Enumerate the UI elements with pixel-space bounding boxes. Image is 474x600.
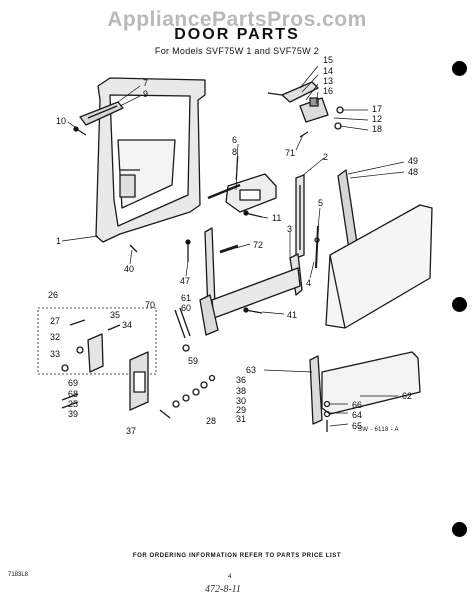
callout-2: 2: [323, 152, 328, 162]
screw-47: [185, 239, 191, 262]
callout-59: 59: [188, 356, 198, 366]
callout-13: 13: [323, 76, 333, 86]
callout-27: 27: [50, 316, 60, 326]
callout-40: 40: [124, 264, 134, 274]
callout-16: 16: [323, 86, 333, 96]
callout-18: 18: [372, 124, 382, 134]
callout-39: 39: [68, 409, 78, 419]
callout-31: 31: [236, 414, 246, 424]
screw-11: [243, 210, 263, 218]
callout-36: 36: [236, 375, 246, 385]
callout-35: 35: [110, 310, 120, 320]
callout-7: 7: [143, 78, 148, 88]
callout-61: 61: [181, 293, 191, 303]
page-subtitle: For Models SVF75W 1 and SVF75W 2: [154, 46, 320, 56]
part-72: [219, 244, 239, 254]
page-number: 4: [228, 574, 232, 580]
callout-34: 34: [122, 320, 132, 330]
callout-65: 65: [352, 421, 362, 431]
callout-15: 15: [323, 55, 333, 65]
watermark: AppliancePartsPros.com: [107, 8, 367, 31]
screw-10: [73, 126, 87, 136]
callout-66: 66: [352, 400, 362, 410]
handwritten-note: 472-8-11: [205, 584, 241, 595]
callout-38: 38: [236, 386, 246, 396]
callout-11: 11: [272, 213, 281, 223]
callout-33: 33: [50, 349, 60, 359]
kick-plate: [309, 351, 421, 432]
ordering-note: FOR ORDERING INFORMATION REFER TO PARTS …: [132, 553, 342, 559]
callout-14: 14: [323, 66, 333, 76]
callout-64: 64: [352, 410, 362, 420]
callout-10: 10: [56, 116, 66, 126]
callout-32: 32: [50, 332, 60, 342]
footer-code: 7183L8: [8, 572, 29, 578]
callout-71: 71: [285, 148, 295, 158]
washer-59: [182, 344, 190, 352]
callout-63: 63: [246, 365, 256, 375]
binder-hole-top: [452, 61, 467, 76]
inner-door-frame: [95, 77, 206, 243]
hinge-assembly: [61, 319, 149, 411]
callout-28: 28: [206, 416, 216, 426]
callout-1: 1: [56, 236, 61, 246]
binder-hole-bottom: [452, 522, 467, 537]
callout-6: 6: [232, 135, 237, 145]
callout-25: 25: [68, 399, 78, 409]
latch-assembly: [267, 81, 344, 138]
callout-41: 41: [287, 310, 297, 320]
side-trim-2: [295, 174, 305, 259]
callout-47: 47: [180, 276, 190, 286]
callout-4: 4: [306, 278, 311, 288]
binder-hole-middle: [452, 297, 467, 312]
callout-29: 29: [236, 405, 246, 415]
callout-60: 60: [181, 303, 191, 313]
page-title: DOOR PARTS: [174, 26, 300, 43]
callout-8: 8: [232, 147, 237, 157]
door-frame-3: [199, 227, 303, 336]
vent-assembly: [79, 101, 124, 126]
lower-hardware: [159, 374, 216, 419]
detergent-dispenser: [207, 173, 277, 213]
screws-69-68: [61, 393, 79, 409]
callout-48: 48: [408, 167, 418, 177]
callout-17: 17: [372, 104, 382, 114]
screw-40: [129, 244, 138, 253]
side-bracket-5: [314, 225, 320, 269]
callout-69: 69: [68, 378, 78, 388]
callout-37: 37: [126, 426, 136, 436]
callout-49: 49: [408, 156, 418, 166]
drawing-code: SW - 6118 - A: [358, 427, 399, 433]
outer-door-panel: [325, 204, 433, 329]
callout-3: 3: [287, 224, 292, 234]
screw-41: [243, 307, 263, 314]
callout-72: 72: [253, 240, 263, 250]
callout-62: 62: [402, 391, 412, 401]
callout-9: 9: [143, 89, 148, 99]
callout-5: 5: [318, 198, 323, 208]
rods-61-60: [174, 307, 191, 339]
callout-30: 30: [236, 396, 246, 406]
callout-70: 70: [145, 300, 155, 310]
callout-26: 26: [48, 290, 58, 300]
callout-12: 12: [372, 114, 382, 124]
callout-68: 68: [68, 389, 78, 399]
